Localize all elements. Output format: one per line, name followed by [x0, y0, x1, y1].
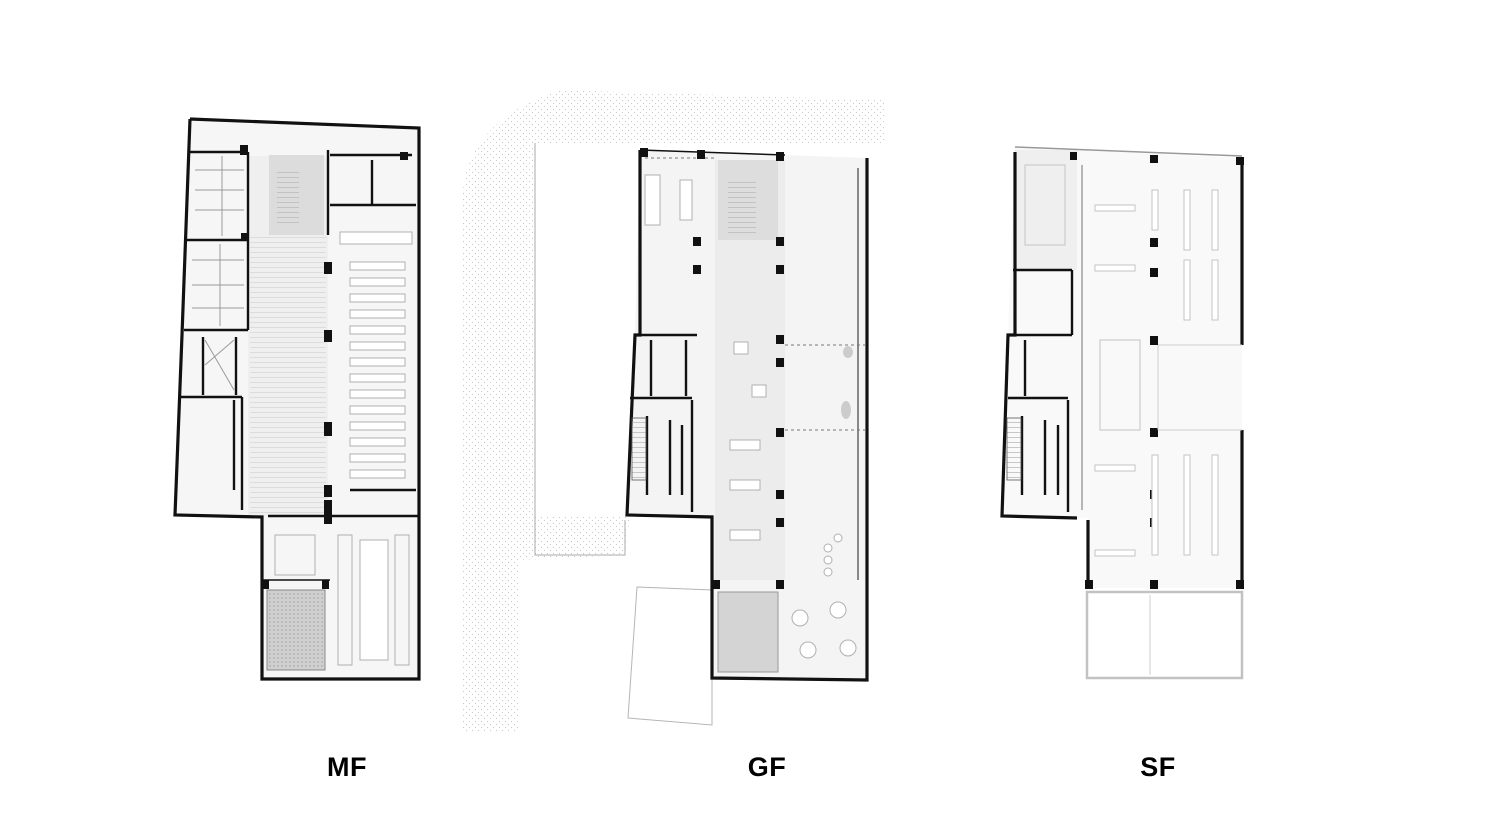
gf-entrance-void — [717, 591, 779, 673]
sf-shelves — [1024, 164, 1219, 557]
sf-outer-wall — [1000, 152, 1244, 588]
gf-fire-stair — [631, 417, 647, 481]
sf-fire-stair — [1006, 417, 1022, 481]
sf-terrace — [1085, 590, 1244, 680]
sf-light-lines — [1149, 344, 1242, 675]
gf-plant — [841, 401, 851, 419]
gf-neighbour-block — [627, 586, 713, 726]
gf-partitions — [630, 333, 697, 512]
mf-toilet-cubicles — [192, 156, 244, 391]
gf-stair — [728, 178, 756, 233]
mf-outer-wall — [173, 117, 421, 681]
mf-reading-tables — [339, 231, 413, 479]
plan-label-mf: MF — [327, 752, 367, 782]
plan-label-sf: SF — [1140, 752, 1176, 782]
gf-furniture — [644, 174, 857, 659]
gf-dashed-lines — [645, 157, 865, 431]
gf-columns — [640, 148, 784, 589]
mf-meeting-table — [274, 534, 410, 666]
plan-label-gf: GF — [747, 752, 787, 782]
plan-gf — [463, 90, 885, 732]
gf-plant — [843, 346, 853, 358]
sf-partitions — [1008, 268, 1074, 512]
plan-mf — [173, 117, 421, 681]
plan-sf — [1000, 146, 1244, 680]
mf-stair — [277, 172, 299, 227]
mf-void — [266, 589, 326, 671]
sf-roof-edge — [1014, 146, 1243, 157]
mf-hall-ramp — [250, 235, 326, 515]
gf-site-boundary — [534, 143, 626, 556]
mf-columns — [240, 145, 408, 589]
sf-meeting-room — [1015, 150, 1077, 270]
